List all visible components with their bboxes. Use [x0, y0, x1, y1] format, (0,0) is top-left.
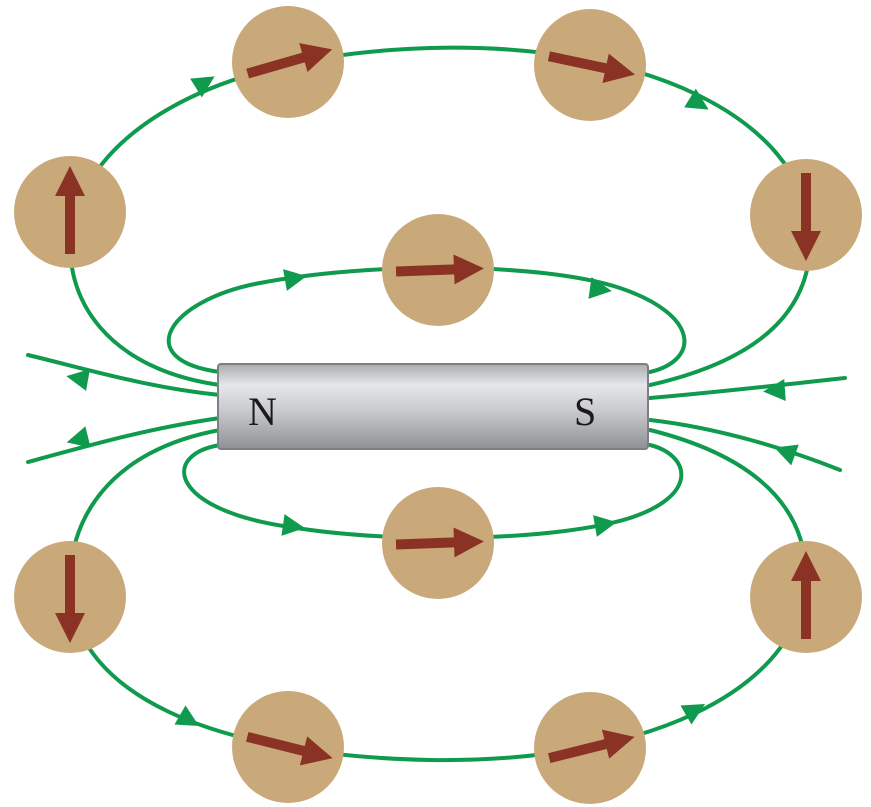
- compass-bottom-left: [232, 691, 344, 803]
- field-line-left-upper: [26, 353, 222, 397]
- compass-needle-icon: [55, 555, 85, 643]
- field-arrow-icon: [281, 514, 305, 536]
- compass-needle-icon: [246, 731, 333, 766]
- field-arrow-icon: [66, 426, 91, 448]
- field-line-left-lower: [26, 416, 222, 464]
- field-arrow-icon: [763, 379, 786, 401]
- compass-needle-icon: [246, 43, 333, 79]
- field-line-right-lower: [648, 418, 842, 472]
- field-arrow-icon: [190, 76, 215, 98]
- field-arrow-icon: [680, 704, 706, 725]
- compasses: [14, 6, 862, 804]
- field-arrow-icon: [174, 705, 200, 726]
- compass-top-left: [232, 6, 344, 118]
- compass-top-right: [534, 9, 646, 121]
- compass-needle-icon: [395, 527, 484, 558]
- field-arrow-icon: [684, 88, 709, 110]
- compass-needle-icon: [55, 166, 85, 254]
- compass-inner-bottom: [382, 487, 494, 599]
- south-pole-label: S: [574, 389, 596, 434]
- field-arrow-icon: [593, 515, 617, 537]
- compass-needle-icon: [791, 551, 821, 639]
- field-line-outer-top: [68, 45, 813, 387]
- field-line-right-upper: [648, 376, 847, 400]
- compass-lower-left: [14, 541, 126, 653]
- compass-upper-left: [14, 156, 126, 268]
- field-arrow-icon: [774, 444, 799, 466]
- north-pole-label: N: [248, 389, 277, 434]
- compass-bottom-right: [534, 692, 646, 804]
- compass-lower-right: [750, 541, 862, 653]
- compass-inner-top: [382, 214, 494, 326]
- compass-needle-icon: [547, 51, 635, 83]
- compass-needle-icon: [791, 173, 821, 261]
- field-arrowheads: [66, 76, 799, 726]
- field-arrow-icon: [66, 369, 90, 391]
- compass-needle-icon: [548, 729, 635, 764]
- bar-magnet: N S: [217, 363, 649, 450]
- compass-upper-right: [750, 159, 862, 271]
- field-arrow-icon: [588, 277, 612, 299]
- compass-needle-icon: [395, 254, 484, 285]
- field-arrow-icon: [283, 269, 307, 291]
